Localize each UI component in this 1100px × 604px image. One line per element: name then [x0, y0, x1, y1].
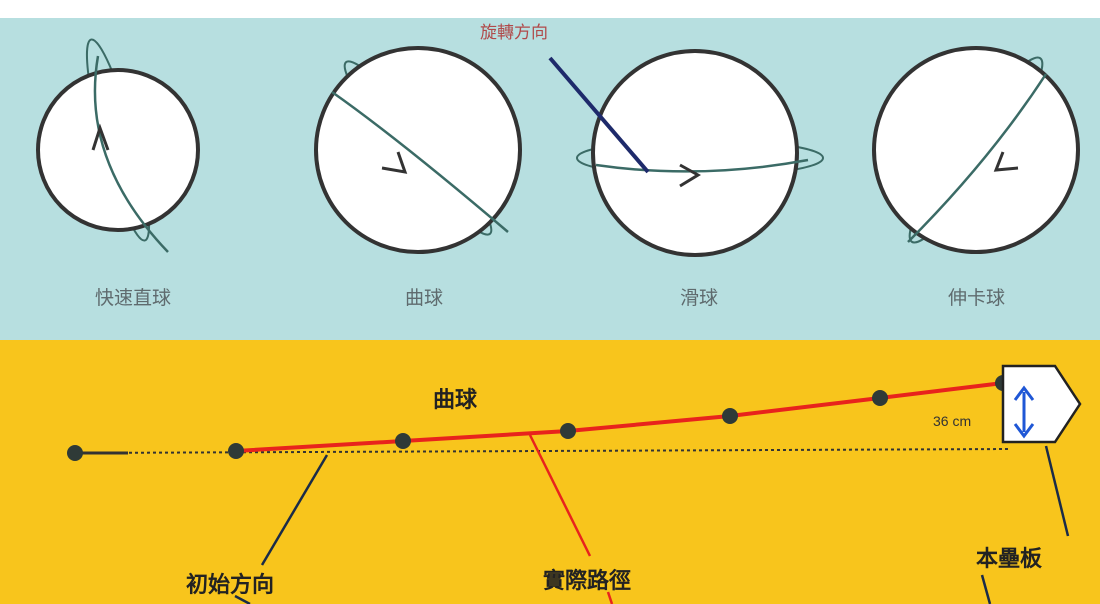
ball-sinker: 伸卡球 — [872, 46, 1080, 309]
dimension-arrow — [1013, 385, 1035, 439]
initial-direction-label: 初始方向 — [186, 572, 274, 598]
callout-plate-lower — [980, 574, 992, 604]
path-point — [228, 443, 244, 459]
path-point — [560, 423, 576, 439]
rotation-direction-label: 旋轉方向 — [480, 23, 548, 43]
actual-path-label: 實際路徑 — [543, 568, 631, 594]
bottom-panel-background — [0, 340, 1100, 604]
callout-plate — [1044, 445, 1070, 537]
spin-arrow — [381, 151, 408, 174]
ball-name: 快速直球 — [95, 287, 171, 309]
ball-fastball: 快速直球 — [36, 38, 200, 309]
path-point — [722, 408, 738, 424]
ball-curveball: 曲球 — [314, 46, 522, 309]
spin-arrow — [91, 123, 110, 151]
path-point — [395, 433, 411, 449]
ball-circle — [872, 46, 1080, 254]
callout-initial — [260, 454, 329, 566]
seam-front — [907, 73, 1048, 243]
dimension-label: 36 cm — [933, 413, 971, 429]
path-point — [872, 390, 888, 406]
spin-arrow — [679, 163, 701, 188]
ball-circle — [591, 49, 799, 257]
callout-initial-lower — [234, 594, 251, 604]
home-plate-label: 本壘板 — [976, 547, 1043, 572]
trajectory-diagram: 曲球 36 cm 初始方向 實際路徑 本壘板 — [67, 364, 1082, 604]
rotation-axis-line — [548, 56, 650, 174]
home-plate — [1001, 364, 1082, 444]
ball-name: 滑球 — [680, 287, 718, 309]
ball-name: 伸卡球 — [948, 287, 1005, 309]
spin-arrow — [993, 151, 1019, 172]
ball-circle — [314, 46, 522, 254]
callout-actual — [528, 434, 592, 557]
pitch-label: 曲球 — [433, 388, 478, 413]
ball-circle — [36, 68, 200, 232]
ball-slider: 旋轉方向 滑球 — [480, 23, 824, 309]
ball-name: 曲球 — [405, 287, 443, 309]
callout-actual-lower — [606, 591, 614, 604]
seam-front — [331, 90, 509, 233]
seam-front — [595, 158, 809, 173]
path-point — [67, 445, 83, 461]
actual-path-line — [235, 381, 1004, 453]
seam-front — [93, 55, 169, 253]
top-edge-band — [0, 0, 1100, 18]
